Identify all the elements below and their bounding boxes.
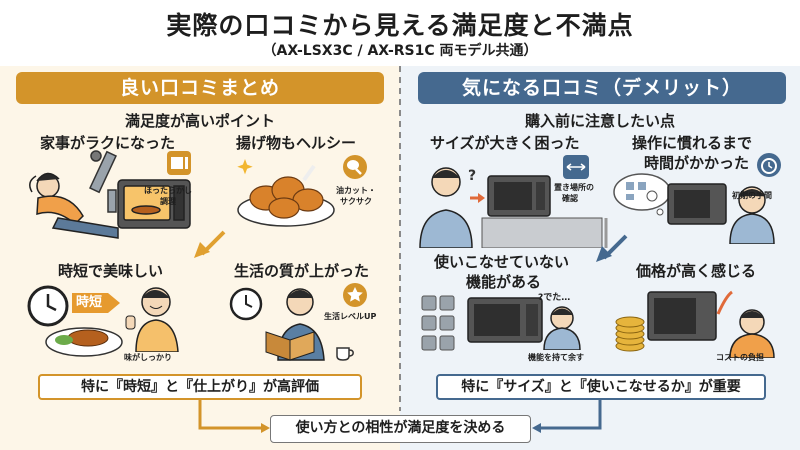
oven-icon <box>487 175 551 217</box>
good-section-heading: 満足度が高いポイント <box>124 112 275 130</box>
microwave-oven-icon <box>467 297 543 343</box>
oven-icon <box>117 179 191 229</box>
bad-summary-box: 特に『サイズ』と『使いこなせるか』が重要 <box>436 374 766 400</box>
plate-of-food-illustration <box>45 327 123 357</box>
bad-item-4-label: 価格が高く感じる <box>636 262 757 280</box>
microwave-icon <box>167 151 191 175</box>
arrow-down-left-icon <box>596 234 628 262</box>
good-item-3-label: 時短で美味しい <box>58 262 164 280</box>
stopwatch-icon <box>757 153 781 177</box>
bad-item-2-label-1: 操作に慣れるまで <box>632 134 753 152</box>
coin-stack-icon <box>615 316 645 352</box>
robot-arm-icon <box>89 150 117 213</box>
bad-item-3-caption: 機能を持て余す <box>528 353 584 362</box>
bad-item-1-label: サイズが大きく困った <box>430 134 580 152</box>
puzzled-person-illustration <box>543 306 581 350</box>
panel-divider <box>399 66 401 411</box>
page-title: 実際の口コミから見える満足度と不満点 <box>166 11 634 40</box>
bad-reviews-banner: 気になる口コミ（デメリット） <box>418 72 786 104</box>
time-saving-badge-label: 時短 <box>76 295 103 310</box>
confused-person-with-oven-illustration <box>667 183 775 244</box>
coins-and-oven-illustration <box>615 290 775 358</box>
good-reviews-banner: 良い口コミまとめ <box>16 72 384 104</box>
fried-chicken-illustration <box>237 159 335 227</box>
arrow-down-left-icon <box>194 230 226 258</box>
good-item-2-label: 揚げ物もヘルシー <box>236 134 357 152</box>
bad-section-heading: 購入前に注意したい点 <box>524 112 675 130</box>
good-item-4-label: 生活の質が上がった <box>234 262 370 280</box>
good-item-1-label: 家事がラクになった <box>40 134 176 152</box>
bad-item-4-caption: コストの負担 <box>716 353 764 362</box>
happy-person-illustration <box>125 287 179 352</box>
wall-clock-icon <box>229 287 263 321</box>
clock-icon <box>27 285 69 327</box>
reading-person-illustration <box>265 288 325 361</box>
bad-item-2-caption: 初期の手間 <box>732 191 772 200</box>
bad-item-3-label-2: 機能がある <box>466 273 542 291</box>
star-icon <box>343 283 367 307</box>
ruler-icon <box>563 155 589 179</box>
svg-text:?: ? <box>468 168 476 184</box>
conclusion-box: 使い方との相性が満足度を決める <box>270 415 531 443</box>
coffee-cup-icon <box>336 347 354 361</box>
function-icons-grid <box>421 295 455 351</box>
bad-item-1-caption-1: 置き場所の <box>554 183 594 192</box>
person-icon <box>29 172 119 239</box>
page-subtitle: （AX-LSX3C / AX-RS1C 両モデル共通） <box>262 43 538 59</box>
bad-item-1-caption-2: 確認 <box>562 194 578 203</box>
good-item-1-caption-2: 調理 <box>160 197 176 206</box>
good-item-1-caption-1: ほったらかし <box>144 186 192 195</box>
relaxing-person-illustration <box>29 150 191 239</box>
bad-item-3-thought: ?でた… <box>538 293 571 303</box>
chicken-leg-icon <box>343 155 367 179</box>
good-item-2-caption-2: サクサク <box>340 197 372 206</box>
bad-item-2-label-2: 時間がかかった <box>644 154 750 172</box>
worried-person-with-oven-illustration: ? <box>419 167 608 248</box>
summary-connectors <box>198 400 602 433</box>
bad-item-3-label-1: 使いこなせていない <box>434 253 570 271</box>
good-item-3-caption: 味がしっかり <box>124 353 172 362</box>
good-summary-box: 特に『時短』と『仕上がり』が高評価 <box>38 374 362 400</box>
thought-bubble-icon <box>613 173 671 216</box>
good-item-2-caption-1: 油カット・ <box>336 186 376 195</box>
good-item-4-caption: 生活レベルUP <box>324 312 377 321</box>
time-saving-badge <box>72 293 120 313</box>
